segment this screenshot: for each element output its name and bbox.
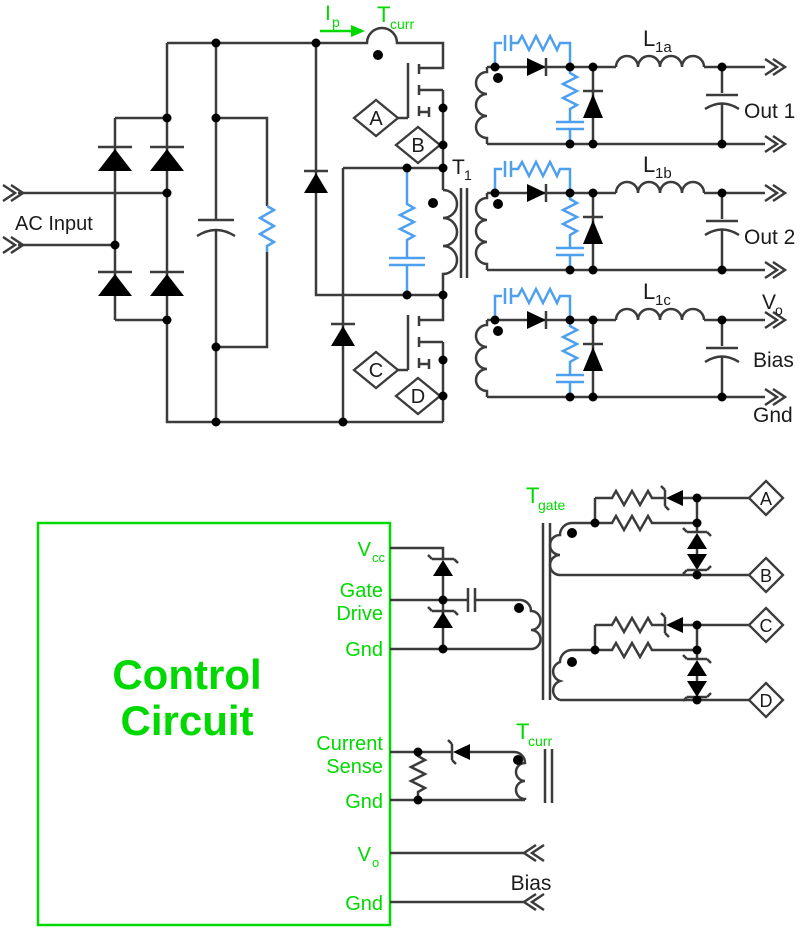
bulk-capacitor [196,43,236,422]
gate-tag-b: B [747,556,785,594]
label-l1a: L [643,26,655,51]
pin-label-gnd1: Gnd [345,639,383,661]
label-vo-output-sub: o [775,302,783,318]
label-ip-sub: p [332,14,340,30]
pin-label-vo: V [358,844,372,866]
label-tcurr-top: T [377,2,390,27]
label-ac-input: AC Input [15,213,93,235]
pin-label-vo-sub: o [372,855,379,870]
label-l1c: L [643,279,655,304]
label-l1a-sub: 1a [655,39,672,56]
mosfet-tag-a-label: A [369,108,383,130]
label-tcurr-bottom-sub: curr [528,733,552,749]
mosfet-tag-c-label: C [369,360,383,382]
pin-label-drive: Drive [336,603,383,625]
label-bias-output: Bias [753,349,794,372]
gate-tag-b-label: B [760,566,772,586]
pin-label-gnd2: Gnd [345,791,383,813]
label-tgate-sub: gate [538,497,565,513]
label-gnd-output: Gnd [753,404,793,427]
bleeder-resistor [216,116,277,349]
pin-label-vcc-sub: cc [372,550,386,565]
t1-snubber-rc [389,168,425,295]
bias-input-lines [390,843,545,912]
label-l1c-sub: 1c [655,292,671,309]
current-transformer-primary [373,50,383,60]
transformer-t1-primary [428,188,469,295]
gate-tag-d-label: D [760,691,773,711]
label-l1b: L [643,152,655,177]
pin-label-gnd3: Gnd [345,893,383,915]
gate-tag-a: A [747,479,785,517]
mosfet-bottom [394,295,445,422]
label-l1b-sub: 1b [655,165,672,182]
mosfet-tag-a: A [352,98,400,138]
output-stage-1 [474,33,788,154]
mosfet-tag-c: C [352,350,400,390]
gate-tag-c-label: C [760,616,773,636]
pin-label-current: Current [316,733,383,755]
control-title-line1: Control [112,651,261,698]
pin-label-gate: Gate [340,580,383,602]
label-tcurr-bottom: T [516,719,529,744]
mosfet-tag-b-label: B [411,135,424,157]
label-tcurr-top-sub: curr [390,16,414,32]
mosfet-tag-d-label: D [411,386,425,408]
label-tgate: T [526,483,539,508]
label-out1: Out 1 [744,100,795,123]
gate-tag-c: C [747,606,785,644]
control-circuit-box [36,521,392,927]
ip-arrow-icon [320,25,365,37]
pin-label-vcc: V [358,539,372,561]
output-stage-2 [474,159,788,280]
mosfet-tag-b: B [394,125,442,165]
control-title-line2: Circuit [120,697,253,744]
gate-transformer [541,485,749,702]
gate-tag-d: D [747,681,785,719]
junction-dots-top [110,38,727,427]
output-stage-3 [474,286,788,407]
gate-drive-network [390,546,542,651]
pin-label-sense: Sense [326,756,383,778]
label-out2: Out 2 [744,226,795,249]
clamp-diode-1 [304,43,443,297]
gate-tag-a-label: A [760,489,772,509]
junction-dots-bottom [413,493,702,805]
label-vo-output: V [762,291,776,314]
label-t1-sub: 1 [464,167,472,183]
label-ip: I [325,2,331,25]
mosfet-tag-d: D [394,376,442,416]
label-bias-input: Bias [511,872,552,895]
bridge-rectifier [98,145,184,296]
label-t1: T [452,156,465,179]
clamp-diode-2 [331,166,443,422]
